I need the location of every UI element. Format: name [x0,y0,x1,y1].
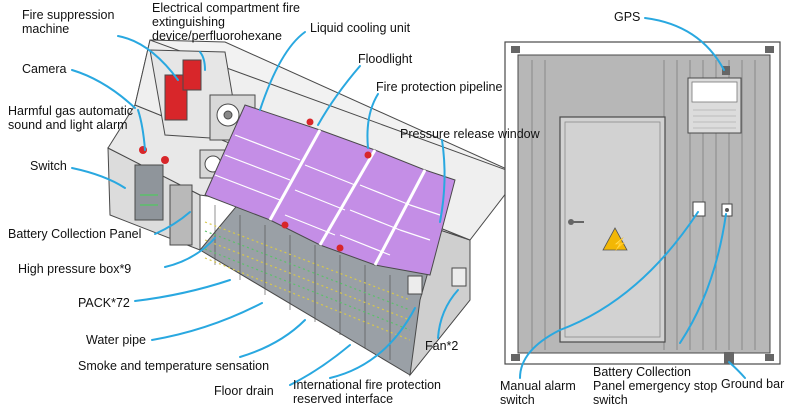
label-switch: Switch [30,159,67,173]
leader-floor-drain [289,344,351,386]
label-electrical-compartment: Electrical compartment fire extinguishin… [152,1,300,43]
leader-smoke-temp [239,319,306,358]
leader-pack [134,279,231,302]
leader-water-pipe [151,302,263,341]
leader-liquid-cooling [259,31,306,111]
label-floor-drain: Floor drain [214,384,274,398]
label-fire-suppression-machine: Fire suppression machine [22,8,115,36]
leader-floodlight [317,65,361,126]
leader-battery-panel [154,211,191,235]
leader-lines [71,17,746,386]
leader-intl-interface [329,307,416,379]
leader-manual-alarm [519,211,699,379]
leader-switch [71,167,126,189]
label-ground-bar: Ground bar [721,377,785,391]
leader-fire-suppression [117,35,179,81]
label-harmful-gas-alarm: Harmful gas automatic sound and light al… [8,104,134,132]
label-smoke-temperature: Smoke and temperature sensation [78,359,270,373]
leader-electrical-compartment [199,51,206,71]
container-front-view: ⚡ [504,41,781,365]
leader-ground-bar [728,361,746,379]
leader-pressure-window [439,139,446,223]
leader-camera [71,69,136,109]
label-liquid-cooling-unit: Liquid cooling unit [310,21,411,35]
label-pack: PACK*72 [78,296,130,310]
label-water-pipe: Water pipe [86,333,146,347]
container-isometric [107,39,521,377]
leader-emergency-stop [679,213,727,344]
label-camera: Camera [22,62,67,76]
label-gps: GPS [614,10,641,24]
leader-fan [437,289,459,339]
label-manual-alarm-switch: Manual alarm switch [500,379,576,407]
leader-fire-pipeline [366,93,379,149]
label-fire-protection-pipeline: Fire protection pipeline [376,80,503,94]
leader-gps [644,17,725,71]
label-high-pressure-box: High pressure box*9 [18,262,132,276]
leader-high-pressure [164,237,216,268]
label-bcp-emergency-stop: Battery Collection Panel emergency stop … [593,365,718,407]
label-pressure-release-window: Pressure release window [400,127,540,141]
label-fan: Fan*2 [425,339,459,353]
label-floodlight: Floodlight [358,52,413,66]
label-battery-collection-panel: Battery Collection Panel [8,227,142,241]
leader-harmful-gas [137,109,146,151]
svg-text:⚡: ⚡ [612,237,627,251]
label-international-fire-interface: International fire protection reserved i… [293,378,442,406]
